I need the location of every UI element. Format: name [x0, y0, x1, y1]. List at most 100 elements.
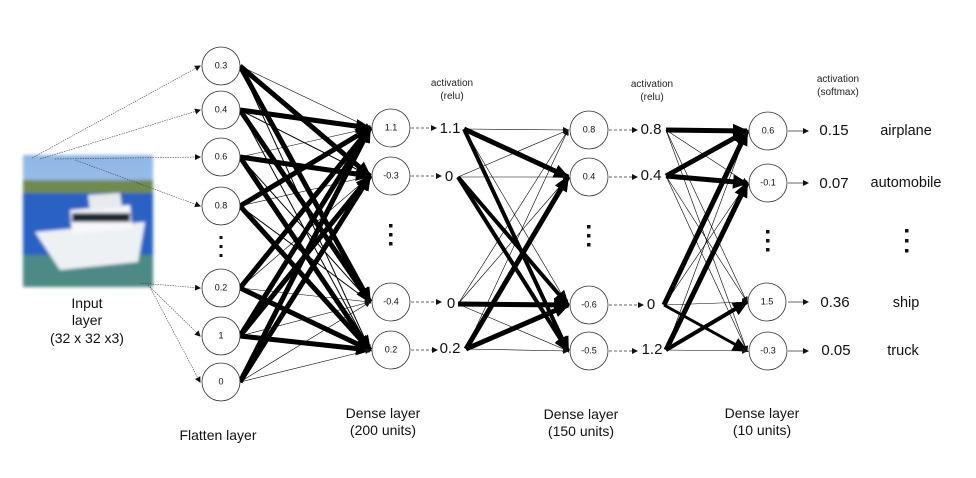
node-value: 1	[218, 330, 223, 340]
class-labels: airplane automobile ship truck	[871, 123, 942, 359]
activation-label: activation	[817, 74, 859, 85]
dense3-units-label: (10 units)	[733, 422, 791, 438]
node-value: 1.5	[761, 296, 774, 306]
node-value: 0.6	[215, 151, 228, 161]
input-image	[23, 155, 153, 287]
activation-value: 0.4	[641, 167, 662, 184]
connection-edge	[665, 130, 749, 351]
node-value: 0	[218, 376, 223, 386]
node-value: 0.8	[583, 124, 596, 134]
activation-label: activation	[631, 79, 673, 90]
dense1-to-dense2-edges	[456, 126, 571, 354]
dense1-layer: 1.1 -0.3 -0.4 0.2 1.1 0 0 0.2 activation…	[371, 78, 473, 370]
ellipsis-icon	[587, 225, 591, 247]
connection-edge	[237, 126, 373, 384]
ellipsis-icon	[905, 229, 909, 253]
connection-edge	[665, 123, 749, 138]
node-value: 0.3	[215, 60, 228, 70]
node-value: 0.6	[762, 125, 775, 135]
flatten-layer: 0.3 0.4 0.6 0.8 0.2 1 0	[201, 46, 241, 402]
connection-edge	[239, 301, 371, 383]
activation-value: 0	[445, 168, 453, 185]
dense3-node: -0.1	[748, 163, 788, 203]
connection-edge	[239, 300, 371, 337]
dense1-node: 0.2	[371, 330, 411, 370]
softmax-probability: 0.07	[819, 175, 848, 192]
dense1-node: -0.3	[371, 156, 411, 196]
activation-value: 0.2	[440, 340, 461, 357]
dense3-node: 0.6	[748, 111, 788, 151]
input-edge	[147, 284, 201, 337]
flatten-node: 0.8	[201, 186, 241, 226]
activation-value: 0.8	[641, 121, 662, 138]
input-edge	[31, 65, 201, 159]
connection-edge	[239, 107, 372, 134]
node-value: -0.4	[383, 296, 399, 306]
connection-edge	[457, 129, 569, 178]
connection-edge	[237, 174, 373, 384]
flatten-node: 0.4	[201, 90, 241, 130]
dense2-units-label: (150 units)	[548, 423, 614, 439]
input-edge	[39, 108, 201, 160]
flatten-node: 1	[201, 316, 241, 356]
connection-edge	[238, 125, 372, 209]
input-edge	[139, 282, 201, 291]
connection-edge	[665, 175, 748, 303]
activation-value: 0	[647, 296, 655, 313]
dense2-node: -0.6	[569, 285, 609, 325]
connection-edge	[664, 128, 749, 179]
activation-type: (relu)	[440, 91, 463, 102]
class-label: airplane	[880, 123, 932, 139]
activation-value: 1.2	[642, 341, 663, 358]
layer-labels: Input layer (32 x 32 x3) Flatten layer D…	[50, 295, 800, 443]
input-edge	[74, 159, 201, 208]
dense3-node: 1.5	[747, 282, 787, 322]
connection-edge	[457, 129, 569, 305]
connection-edge	[663, 181, 750, 352]
connection-edge	[664, 300, 749, 352]
node-value: 1.1	[385, 122, 398, 132]
flatten-node: 0.3	[201, 46, 241, 86]
dense1-node: 1.1	[371, 108, 411, 148]
node-value: 0.2	[215, 282, 228, 292]
input-shape-label: (32 x 32 x3)	[50, 330, 124, 346]
connection-edge	[239, 348, 371, 383]
connection-edge	[237, 126, 373, 338]
activation-type: (softmax)	[817, 87, 859, 98]
flatten-to-dense1-edges	[237, 64, 373, 384]
connection-edge	[238, 126, 372, 290]
node-value: 0.8	[215, 200, 228, 210]
dense1-layer-label: Dense layer	[346, 405, 421, 421]
connection-edge	[462, 126, 570, 180]
input-edge	[149, 286, 201, 383]
connection-edge	[663, 299, 748, 306]
connection-edge	[457, 176, 569, 305]
connection-edge	[239, 65, 371, 129]
connection-edge	[456, 175, 570, 307]
connection-edge	[465, 129, 569, 350]
node-value: -0.6	[581, 299, 597, 309]
connection-edge	[239, 174, 371, 207]
class-label: automobile	[871, 175, 942, 191]
connection-edge	[463, 175, 571, 351]
connection-edge	[665, 347, 748, 354]
connection-edge	[456, 175, 570, 353]
node-value: 0.2	[385, 344, 398, 354]
connection-edge	[457, 297, 570, 312]
flatten-node: 0.6	[201, 137, 241, 177]
softmax-probability: 0.36	[820, 294, 849, 311]
activation-value: 1.1	[440, 120, 461, 137]
connection-edge	[462, 128, 570, 353]
class-label: ship	[893, 295, 920, 311]
connection-edge	[465, 302, 570, 352]
connection-edge	[239, 287, 371, 305]
activation-label: activation	[431, 78, 473, 89]
flatten-layer-label: Flatten layer	[179, 427, 256, 443]
flatten-node: 0.2	[201, 268, 241, 308]
dense3-layer: 0.6 -0.1 1.5 -0.3 0.15 0.07 0.36 0.05 ac…	[747, 74, 859, 371]
connection-edge	[465, 347, 569, 354]
input-layer-label: layer	[72, 312, 103, 328]
connection-edge	[665, 129, 748, 184]
activation-type: (relu)	[640, 92, 663, 103]
